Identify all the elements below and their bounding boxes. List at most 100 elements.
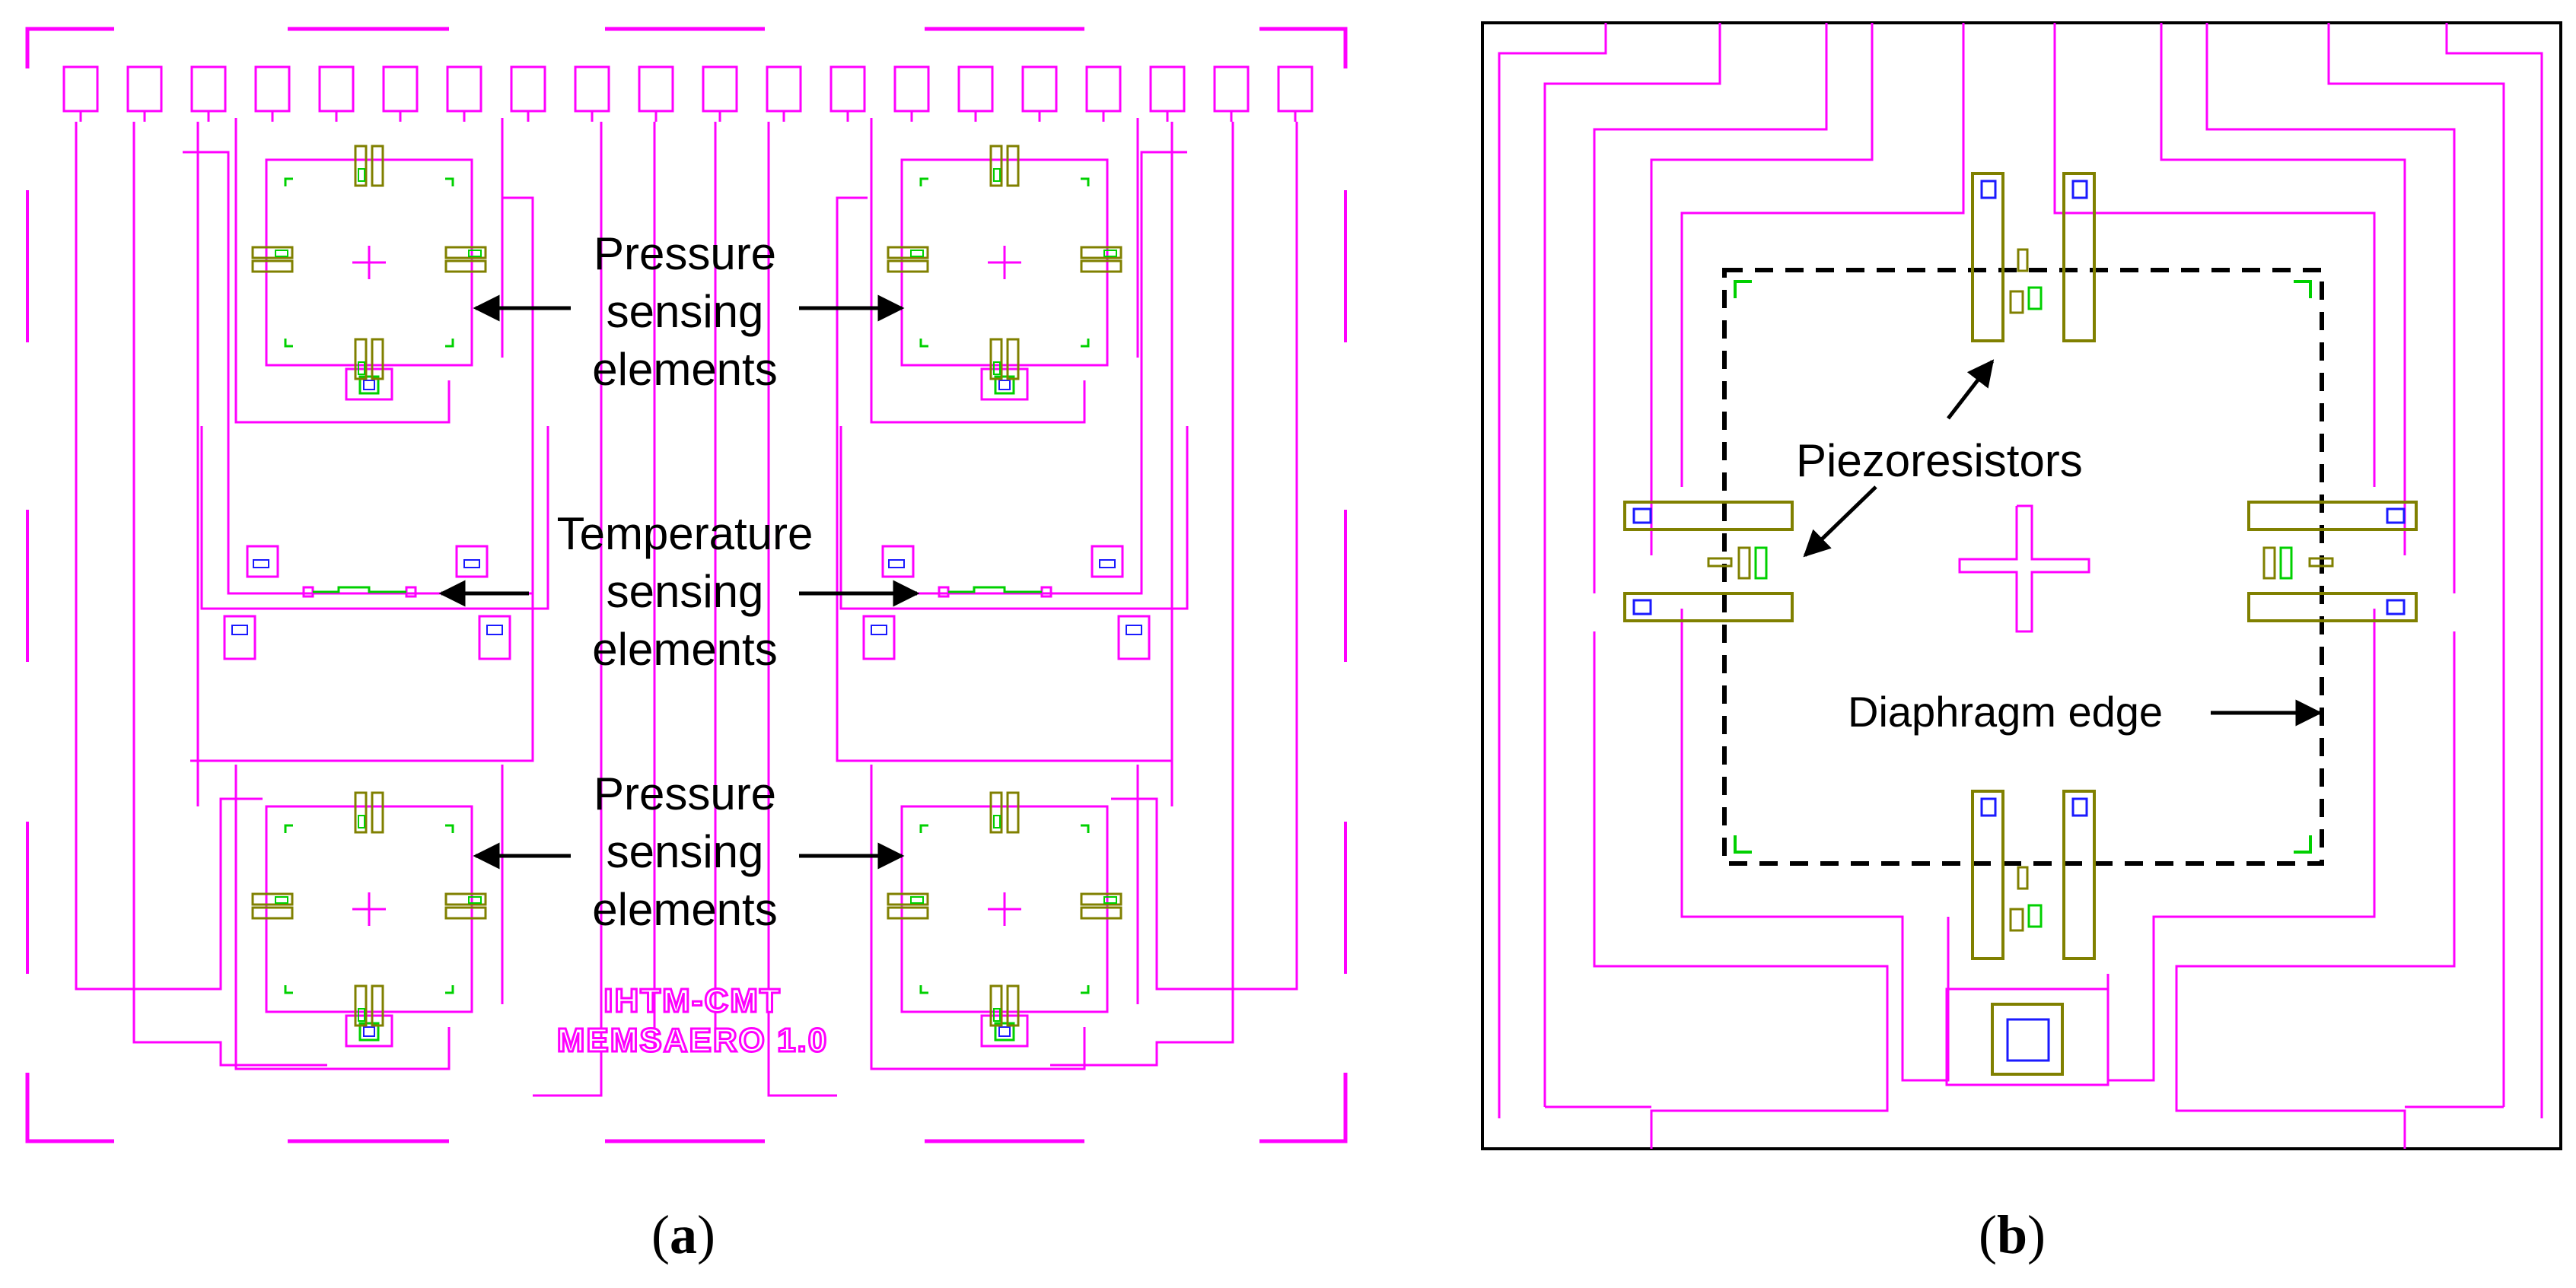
label-line: sensing [606, 566, 764, 617]
corner-mark [445, 985, 454, 994]
resistor-lead [2247, 501, 2418, 531]
piezoresistor [2017, 248, 2029, 272]
trace [2445, 23, 2543, 1118]
corner-mark [1734, 280, 1752, 298]
trace [1593, 23, 1828, 593]
cell-pad-inner [994, 1022, 1015, 1042]
trace [1593, 631, 1889, 1149]
corner-mark [2294, 835, 2312, 854]
corner-mark [919, 985, 928, 994]
piezoresistor [1737, 546, 1751, 580]
contact-box [1091, 545, 1124, 578]
label-line: Pressure [593, 768, 777, 819]
implant [910, 896, 924, 904]
piezoresistor [2262, 546, 2276, 580]
center-pad [1991, 1003, 2064, 1076]
label-line: Pressure [593, 228, 777, 279]
piezoresistor [371, 791, 384, 834]
corner-mark [1081, 339, 1090, 348]
corner-mark [445, 339, 454, 348]
piezoresistor [251, 259, 294, 273]
piezoresistor [371, 338, 384, 380]
trace [837, 151, 1187, 595]
layout-panel-b [1481, 21, 2562, 1150]
piezoresistor [2279, 546, 2293, 580]
pressure-cell-top-right [870, 118, 1139, 424]
corner-mark [1081, 824, 1090, 833]
cell-pad-inner [994, 375, 1015, 395]
label-line: sensing [606, 826, 764, 877]
implant [358, 815, 365, 828]
cell-contact [363, 380, 375, 390]
implant [993, 1008, 1001, 1022]
cell-metal [870, 765, 1086, 1070]
cell-metal [234, 765, 451, 1070]
trace [1650, 23, 1874, 555]
piezoresistor [2017, 866, 2029, 890]
diaphragm-outline [265, 805, 473, 1013]
label-pressure-bottom: Pressure sensing elements [563, 765, 807, 939]
piezoresistor [989, 791, 1003, 834]
diaphragm-outline [900, 805, 1109, 1013]
piezoresistor [989, 338, 1003, 380]
piezoresistor [989, 984, 1003, 1027]
corner-mark [919, 177, 928, 186]
implant [275, 896, 288, 904]
piezoresistor [2027, 904, 2043, 928]
corner-mark [445, 824, 454, 833]
contact [1099, 559, 1116, 568]
contact-box [862, 615, 896, 660]
corner-mark [919, 339, 928, 348]
trace [190, 196, 534, 762]
piezoresistor [1006, 791, 1020, 834]
implant [275, 250, 288, 257]
resistor-lead [1623, 501, 1794, 531]
corner-mark [284, 177, 293, 186]
corner-mark [284, 985, 293, 994]
piezoresistor [354, 984, 368, 1027]
room-outline [839, 426, 1189, 610]
piezoresistor [2009, 290, 2024, 314]
piezoresistor [2009, 908, 2024, 932]
trace [836, 196, 1172, 762]
trace [1111, 122, 1298, 991]
piezo-bottom [1971, 790, 2096, 960]
implant [993, 361, 1001, 375]
room-outline [200, 426, 549, 610]
cell-contact [998, 380, 1011, 390]
piezo-top [1971, 172, 2096, 342]
piezoresistor [371, 984, 384, 1027]
pressure-cell-top-left [234, 118, 504, 424]
trace [1680, 23, 1965, 487]
arrow-piezo-left [1803, 485, 1877, 558]
contact [2071, 797, 2088, 817]
caption-a-letter: a [669, 1204, 697, 1265]
piezoresistor [887, 259, 929, 273]
trace [1543, 23, 1721, 1107]
piezoresistor [887, 906, 929, 920]
cell-contact [363, 1026, 375, 1037]
corner-mark [284, 339, 293, 348]
implant [468, 896, 482, 904]
resistor-lead [2062, 172, 2096, 342]
contact-box [246, 545, 279, 578]
frame-corner [1259, 1073, 1348, 1143]
label-temperature: Temperature sensing elements [533, 505, 837, 679]
contact-box [478, 615, 511, 660]
contact [2071, 180, 2088, 199]
label-line: elements [592, 344, 778, 395]
trace [183, 151, 533, 595]
temp-resistor [313, 586, 406, 593]
contact [463, 559, 480, 568]
piezoresistor [354, 791, 368, 834]
piezoresistor [1754, 546, 1768, 580]
cell-pad [980, 367, 1029, 401]
label-piezoresistors: Piezoresistors [1796, 435, 2083, 486]
trace [2175, 631, 2456, 1149]
piezo-right [2247, 501, 2418, 622]
trace [132, 122, 327, 1067]
trace [2160, 23, 2406, 555]
trace [1050, 122, 1234, 1067]
piezoresistor [1080, 906, 1122, 920]
